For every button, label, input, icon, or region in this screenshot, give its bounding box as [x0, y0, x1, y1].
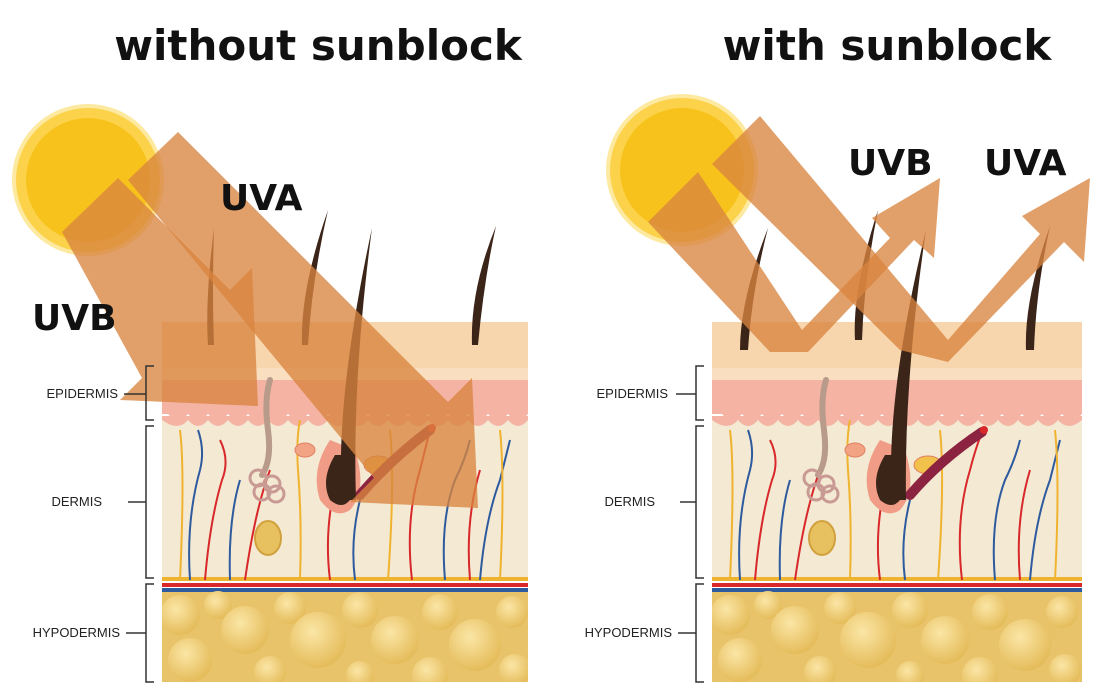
uvb-label-right: UVB [848, 143, 933, 184]
uva-ray-arrow-left [128, 132, 478, 508]
title-without-sunblock: without sunblock [114, 21, 523, 70]
uva-label-right: UVA [984, 143, 1067, 184]
epidermis-label-left: EPIDERMIS [46, 386, 118, 401]
hypodermis-label-left: HYPODERMIS [33, 625, 121, 640]
uva-ray-arrow-right [712, 116, 1090, 362]
title-with-sunblock: with sunblock [723, 21, 1053, 70]
dermis-label-left: DERMIS [51, 494, 102, 509]
layer-brackets-left [124, 365, 154, 683]
epidermis-label-right: EPIDERMIS [596, 386, 668, 401]
uva-label-left: UVA [220, 178, 303, 219]
uvb-ray-arrow-left [62, 178, 258, 406]
uvb-ray-arrow-right [648, 172, 940, 352]
layer-brackets-right [676, 365, 704, 683]
dermis-label-right: DERMIS [604, 494, 655, 509]
uvb-label-left: UVB [32, 298, 117, 339]
hypodermis-label-right: HYPODERMIS [585, 625, 673, 640]
